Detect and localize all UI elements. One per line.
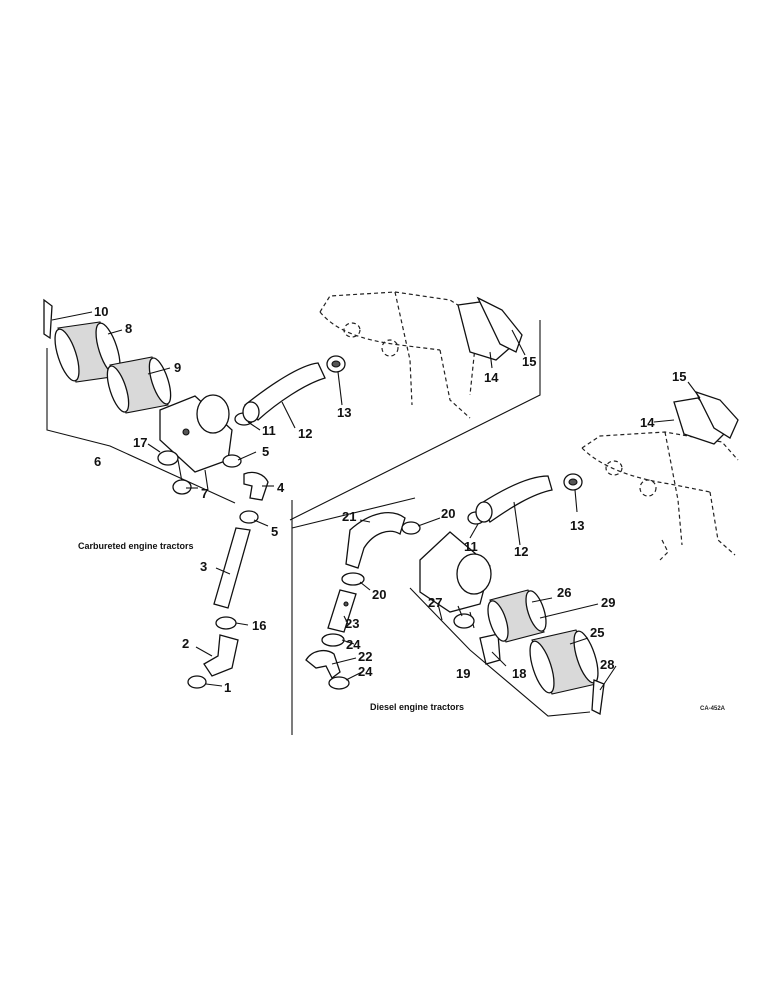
caption-diesel: Diesel engine tractors [370,702,464,712]
part-26-filter-element [487,589,547,643]
part-23-tube [327,589,357,633]
callout-13-b: 13 [570,518,584,533]
callout-6: 6 [94,454,101,469]
part-12-inlet-hose-b [475,475,553,523]
callout-25: 25 [590,625,604,640]
callout-21: 21 [342,509,356,524]
callout-14-b: 14 [640,415,655,430]
part-8-filter-element [54,321,121,383]
callout-9: 9 [174,360,181,375]
part-13-cap-b [563,473,583,491]
part-5-clamp-b [239,510,259,524]
callout-1: 1 [224,680,231,695]
callout-26: 26 [557,585,571,600]
callout-5-b: 5 [271,524,278,539]
part-4-elbow [243,471,269,501]
air-cleaner-body-diesel [419,531,492,629]
part-2-elbow [203,634,239,677]
part-9-filter-element [106,356,172,414]
panel-divider-upper [289,320,541,521]
callout-13-a: 13 [337,405,351,420]
callout-14-a: 14 [484,370,499,385]
part-25-filter-element [529,629,599,695]
part-20-clamp-b [341,572,365,586]
tractor-hood-outline-upper [319,291,479,419]
callout-3: 3 [200,559,207,574]
part-13-cap-a [326,355,346,373]
callout-20-b: 20 [372,587,386,602]
callout-15-b: 15 [672,369,686,384]
part-1-clamp [187,675,207,689]
bracket-line-6 [46,348,236,504]
part-21-tube [345,512,406,569]
part-27-clamp [453,613,475,629]
part-18-bracket [479,633,501,665]
part-24-clamp-a [321,633,345,647]
part-15-cover-b [694,390,739,439]
callout-8: 8 [125,321,132,336]
part-22-elbow [305,649,341,679]
callout-23: 23 [345,616,359,631]
part-10-clip [43,298,53,340]
callout-29: 29 [601,595,615,610]
part-17-clamp [157,450,179,466]
part-14-screen-b [673,397,729,445]
callout-27: 27 [428,595,442,610]
part-24-clamp-b [328,676,350,690]
callout-24-b: 24 [358,664,373,679]
panel-divider-lower [291,497,416,735]
callout-4: 4 [277,480,285,495]
part-3-tube [213,527,251,609]
callout-16: 16 [252,618,266,633]
part-20-clamp-a [401,521,421,535]
air-cleaner-body-carbureted [159,394,233,491]
callout-15-a: 15 [522,354,536,369]
part-5-clamp-a [222,454,242,468]
callout-7: 7 [201,486,208,501]
part-14-screen-a [457,301,513,361]
callout-19: 19 [456,666,470,681]
part-7-clamp [172,479,192,495]
callout-20-a: 20 [441,506,455,521]
callout-18: 18 [512,666,526,681]
callout-5-a: 5 [262,444,269,459]
caption-carbureted: Carbureted engine tractors [78,541,194,551]
callout-12-b: 12 [514,544,528,559]
part-12-inlet-hose-a [242,362,326,423]
bracket-line-19 [409,587,591,717]
part-16-clamp [215,616,237,630]
callout-22: 22 [358,649,372,664]
drawing-code: CA-452A [700,706,726,712]
callout-11-b: 11 [464,539,478,554]
tractor-hood-outline-lower [581,431,739,561]
callout-10: 10 [94,304,108,319]
callout-28: 28 [600,657,614,672]
callout-11-a: 11 [262,423,276,438]
callout-24-a: 24 [346,637,361,652]
leader-lines-diesel [331,381,701,691]
callout-2: 2 [182,636,189,651]
callout-17: 17 [133,435,147,450]
callout-12-a: 12 [298,426,312,441]
leader-lines-carbureted [51,311,526,687]
part-28-clip [591,679,605,715]
